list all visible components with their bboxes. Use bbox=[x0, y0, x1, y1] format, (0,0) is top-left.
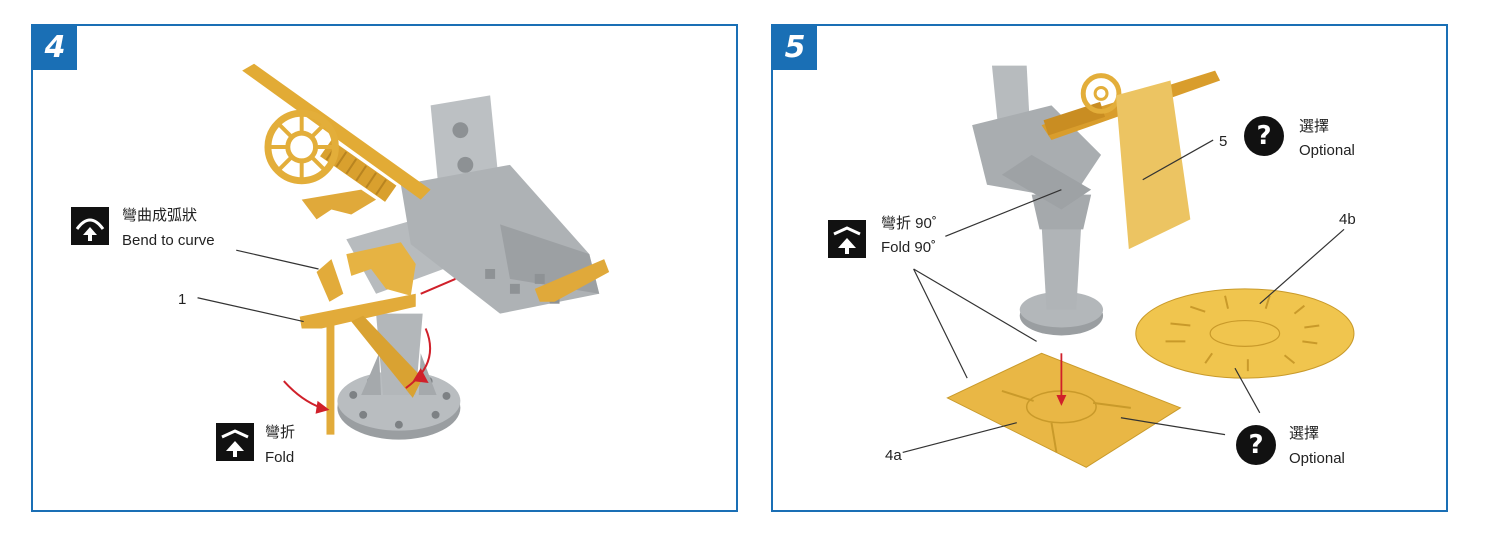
gun-mount-illustration-step-5 bbox=[902, 65, 1355, 468]
step-5-panel: 5 bbox=[771, 24, 1448, 512]
part-4a-label: 4a bbox=[885, 447, 902, 464]
question-icon: ? bbox=[1236, 425, 1276, 465]
fold-90-label-en: Fold 90˚ bbox=[881, 239, 937, 256]
question-icon: ? bbox=[1244, 116, 1284, 156]
gun-mount-illustration-step-4 bbox=[197, 63, 610, 440]
bend-label-en: Bend to curve bbox=[122, 232, 215, 249]
optional-top-label-en: Optional bbox=[1299, 142, 1355, 159]
optional-top-label-zh: 選擇 bbox=[1299, 118, 1330, 135]
step-4-number: 4 bbox=[33, 26, 77, 70]
optional-bottom-label-zh: 選擇 bbox=[1289, 425, 1320, 442]
part-5-label: 5 bbox=[1219, 133, 1228, 150]
fold-icon bbox=[216, 423, 254, 461]
fold-icon bbox=[828, 220, 866, 258]
bend-label-zh: 彎曲成弧狀 bbox=[122, 207, 198, 224]
bend-curve-icon bbox=[71, 207, 109, 245]
optional-bottom-label-en: Optional bbox=[1289, 450, 1345, 467]
step-4-panel: 4 bbox=[31, 24, 738, 512]
part-1-label: 1 bbox=[178, 291, 187, 308]
fold-90-label-zh: 彎折 90˚ bbox=[881, 215, 937, 232]
part-4b-label: 4b bbox=[1339, 211, 1356, 228]
fold-label-en: Fold bbox=[265, 449, 295, 466]
fold-label-zh: 彎折 bbox=[265, 424, 296, 441]
step-5-number: 5 bbox=[773, 26, 817, 70]
